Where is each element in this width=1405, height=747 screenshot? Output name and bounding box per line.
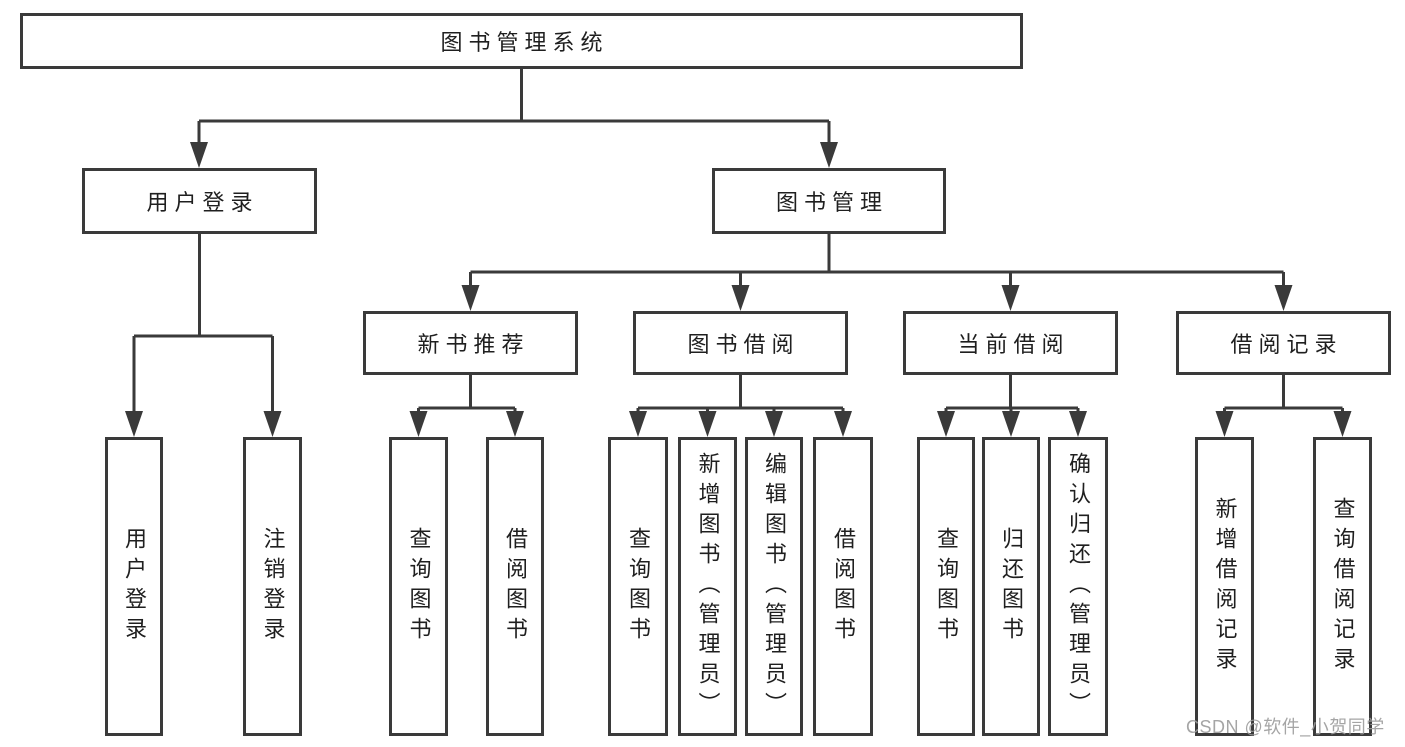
leaf-lend-book: 借阅图书: [813, 437, 873, 736]
node-current-borrow-label: 当前借阅: [957, 332, 1070, 357]
arrowheads: [125, 142, 1352, 437]
leaf-return-book: 归还图书: [982, 437, 1040, 736]
leaf-lend-book-label: 借阅图书: [831, 526, 856, 647]
leaf-return-book-label: 归还图书: [999, 526, 1024, 647]
leaf-query-book-borrow: 查询图书: [608, 437, 668, 736]
leaf-confirm-return-admin: 确认归还（管理员）: [1048, 437, 1108, 736]
leaf-edit-book-admin-label: 编辑图书（管理员）: [762, 451, 787, 722]
leaf-add-book-admin-label: 新增图书（管理员）: [695, 451, 721, 722]
leaf-add-book-admin: 新增图书（管理员）: [678, 437, 737, 736]
leaf-add-borrow-record: 新增借阅记录: [1195, 437, 1254, 736]
csdn-watermark: CSDN @软件_小贺同学: [1186, 717, 1385, 737]
leaf-query-borrow-record-label: 查询借阅记录: [1330, 496, 1356, 677]
leaf-query-book-recommend-label: 查询图书: [406, 526, 432, 647]
node-borrow-records-label: 借阅记录: [1230, 332, 1343, 357]
node-book-borrow-label: 图书借阅: [687, 332, 800, 357]
leaf-query-book-current-label: 查询图书: [934, 526, 959, 647]
node-new-book-recommend: 新书推荐: [363, 311, 578, 375]
leaf-user-login: 用户登录: [105, 437, 163, 736]
leaf-add-borrow-record-label: 新增借阅记录: [1212, 496, 1238, 677]
leaf-query-book-borrow-label: 查询图书: [626, 526, 651, 647]
node-new-book-recommend-label: 新书推荐: [417, 332, 530, 357]
leaf-borrow-book-recommend: 借阅图书: [486, 437, 544, 736]
node-user-login-label: 用户登录: [146, 190, 259, 215]
node-book-management-label: 图书管理: [775, 190, 888, 215]
leaf-borrow-book-recommend-label: 借阅图书: [503, 526, 528, 647]
node-user-login: 用户登录: [82, 168, 317, 234]
leaf-logout: 注销登录: [243, 437, 302, 736]
leaf-logout-label: 注销登录: [260, 526, 286, 647]
leaf-query-book-recommend: 查询图书: [389, 437, 448, 736]
node-root-system: 图书管理系统: [20, 13, 1023, 69]
leaf-edit-book-admin: 编辑图书（管理员）: [745, 437, 803, 736]
leaf-query-book-current: 查询图书: [917, 437, 975, 736]
node-current-borrow: 当前借阅: [903, 311, 1118, 375]
leaf-user-login-label: 用户登录: [122, 526, 147, 647]
node-book-management: 图书管理: [712, 168, 946, 234]
node-root-system-label: 图书管理系统: [440, 30, 609, 55]
node-borrow-records: 借阅记录: [1176, 311, 1391, 375]
node-book-borrow: 图书借阅: [633, 311, 848, 375]
leaf-confirm-return-admin-label: 确认归还（管理员）: [1066, 451, 1091, 722]
leaf-query-borrow-record: 查询借阅记录: [1313, 437, 1372, 736]
